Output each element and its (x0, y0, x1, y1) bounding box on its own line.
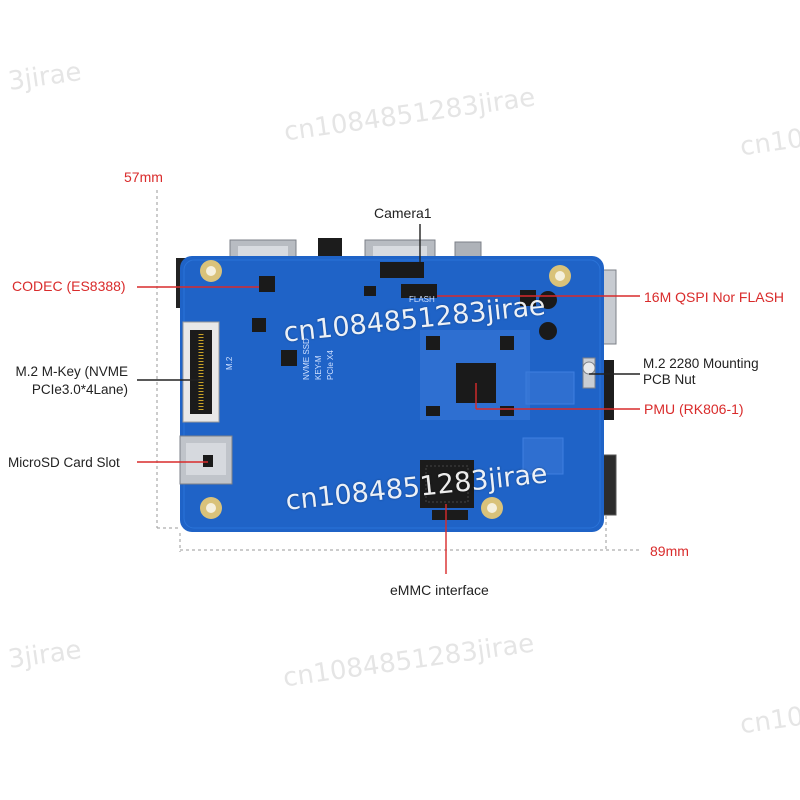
m2-nut-label-line2: PCB Nut (643, 372, 696, 387)
ethernet-port (601, 269, 617, 345)
codec-label: CODEC (ES8388) (12, 278, 126, 294)
small-chips (252, 262, 596, 475)
flash-label: 16M QSPI Nor FLASH (644, 289, 785, 305)
mounting-holes (200, 260, 571, 519)
pmu-region (420, 330, 530, 420)
silk-flash: FLASH (409, 295, 435, 304)
pcb-board (180, 256, 604, 532)
camera-connector (380, 262, 424, 278)
m2-nut-label-line1: M.2 2280 Mounting (643, 356, 759, 371)
emmc-label: eMMC interface (390, 582, 489, 598)
m2-slot (182, 321, 220, 423)
leader-lines (137, 224, 640, 574)
codec-chip (259, 276, 275, 292)
camera-label: Camera1 (374, 205, 432, 221)
silk-m2: M.2 (225, 356, 234, 370)
dimension-guides (156, 190, 640, 552)
pmu-label: PMU (RK806-1) (644, 401, 744, 417)
silk-pcie: PCIe X4 (326, 350, 335, 380)
right-connectors (599, 269, 617, 516)
side-header (602, 360, 614, 420)
flash-chip (401, 284, 437, 298)
emmc-interface (420, 460, 474, 520)
microsd-slot (179, 435, 233, 485)
width-dimension-label: 89mm (650, 543, 689, 559)
sd-slot-label: MicroSD Card Slot (8, 455, 120, 470)
height-dimension-label: 57mm (124, 169, 163, 185)
emmc-connector (420, 460, 474, 508)
m2-key-label-line2: PCIe3.0*4Lane) (31, 382, 128, 397)
m2-key-label-line1: M.2 M-Key (NVME (15, 364, 128, 379)
